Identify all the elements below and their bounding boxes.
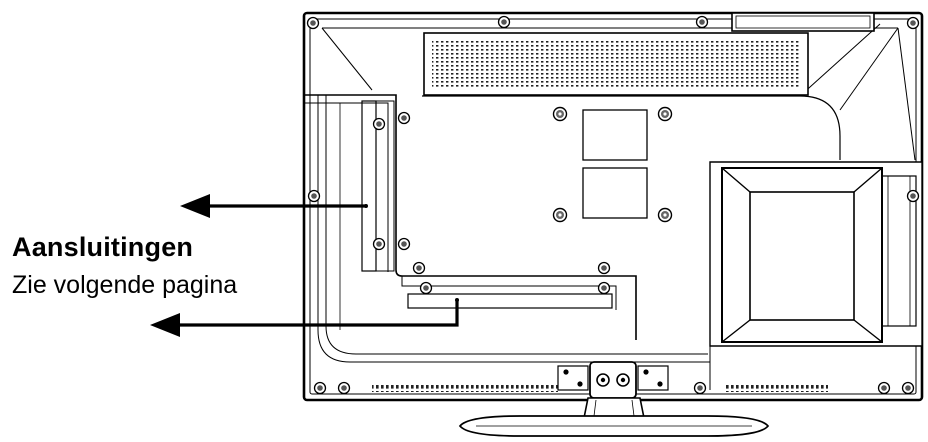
- bottom-connector-strip: [407, 281, 613, 309]
- arrow-bottom-connectors: [150, 298, 459, 337]
- side-connector-panel: [305, 94, 637, 340]
- see-next-page-note: Zie volgende pagina: [12, 271, 238, 299]
- connections-heading: Aansluitingen: [12, 232, 194, 262]
- right-recess-panel: [709, 161, 923, 390]
- vesa-mount: [552, 106, 673, 223]
- arrow-side-connectors: [180, 194, 368, 218]
- top-bracket: [731, 12, 875, 32]
- side-panel-screws: [307, 111, 611, 275]
- stand-mount: [557, 361, 669, 399]
- tv-stand: [458, 397, 770, 437]
- bottom-vent-slots: [372, 384, 828, 392]
- top-vent-grille: [423, 32, 809, 96]
